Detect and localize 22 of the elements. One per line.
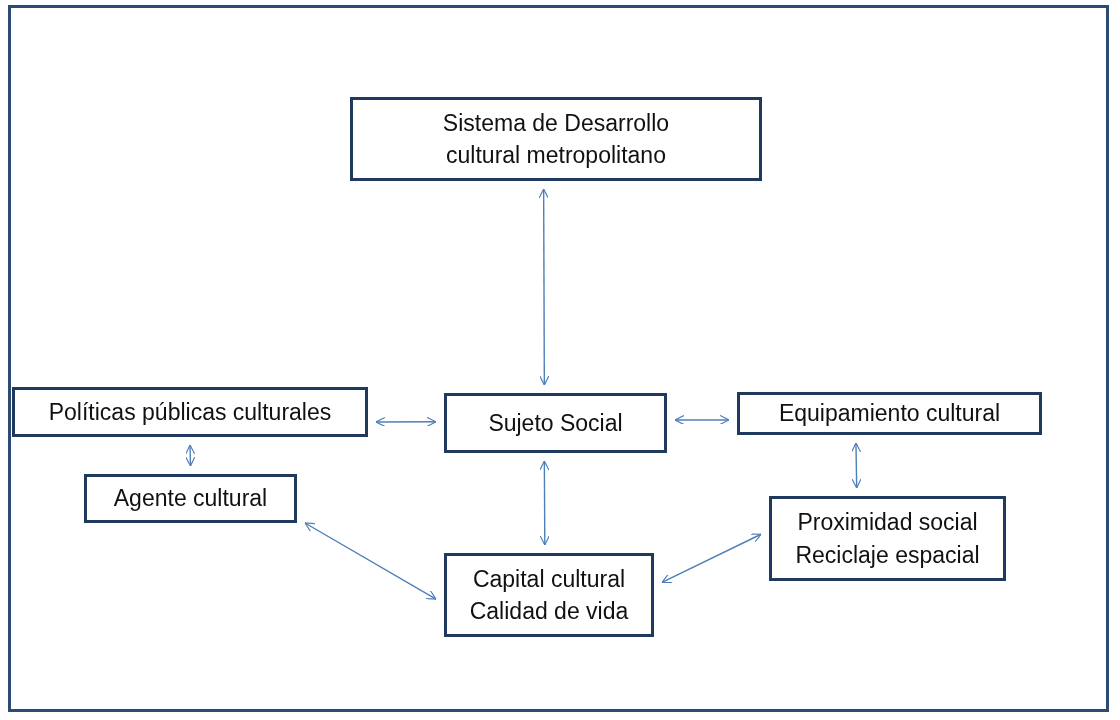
double-arrow — [185, 444, 196, 467]
double-arrow — [674, 414, 730, 426]
box-label: Capital cultural Calidad de vida — [468, 564, 630, 626]
concept-box — [12, 387, 368, 437]
double-arrow — [851, 442, 862, 489]
double-arrow — [538, 188, 550, 386]
concept-box — [769, 496, 1006, 581]
concept-box — [444, 393, 667, 453]
box-label: Proximidad social Reciclaje espacial — [794, 508, 981, 570]
box-label: Sujeto Social — [488, 408, 623, 438]
box-label: Sistema de Desarrollo cultural metropolitano — [441, 108, 671, 170]
box-label: Equipamiento cultural — [778, 399, 1001, 429]
concept-box — [444, 553, 654, 637]
concept-box — [350, 97, 762, 181]
concept-box — [84, 474, 297, 523]
box-label: Agente cultural — [113, 484, 268, 514]
double-arrow — [375, 416, 437, 428]
double-arrow — [304, 522, 437, 600]
double-arrow — [661, 533, 762, 584]
double-arrow — [539, 460, 550, 546]
concept-box — [737, 392, 1042, 435]
box-label: Políticas públicas culturales — [48, 397, 332, 427]
